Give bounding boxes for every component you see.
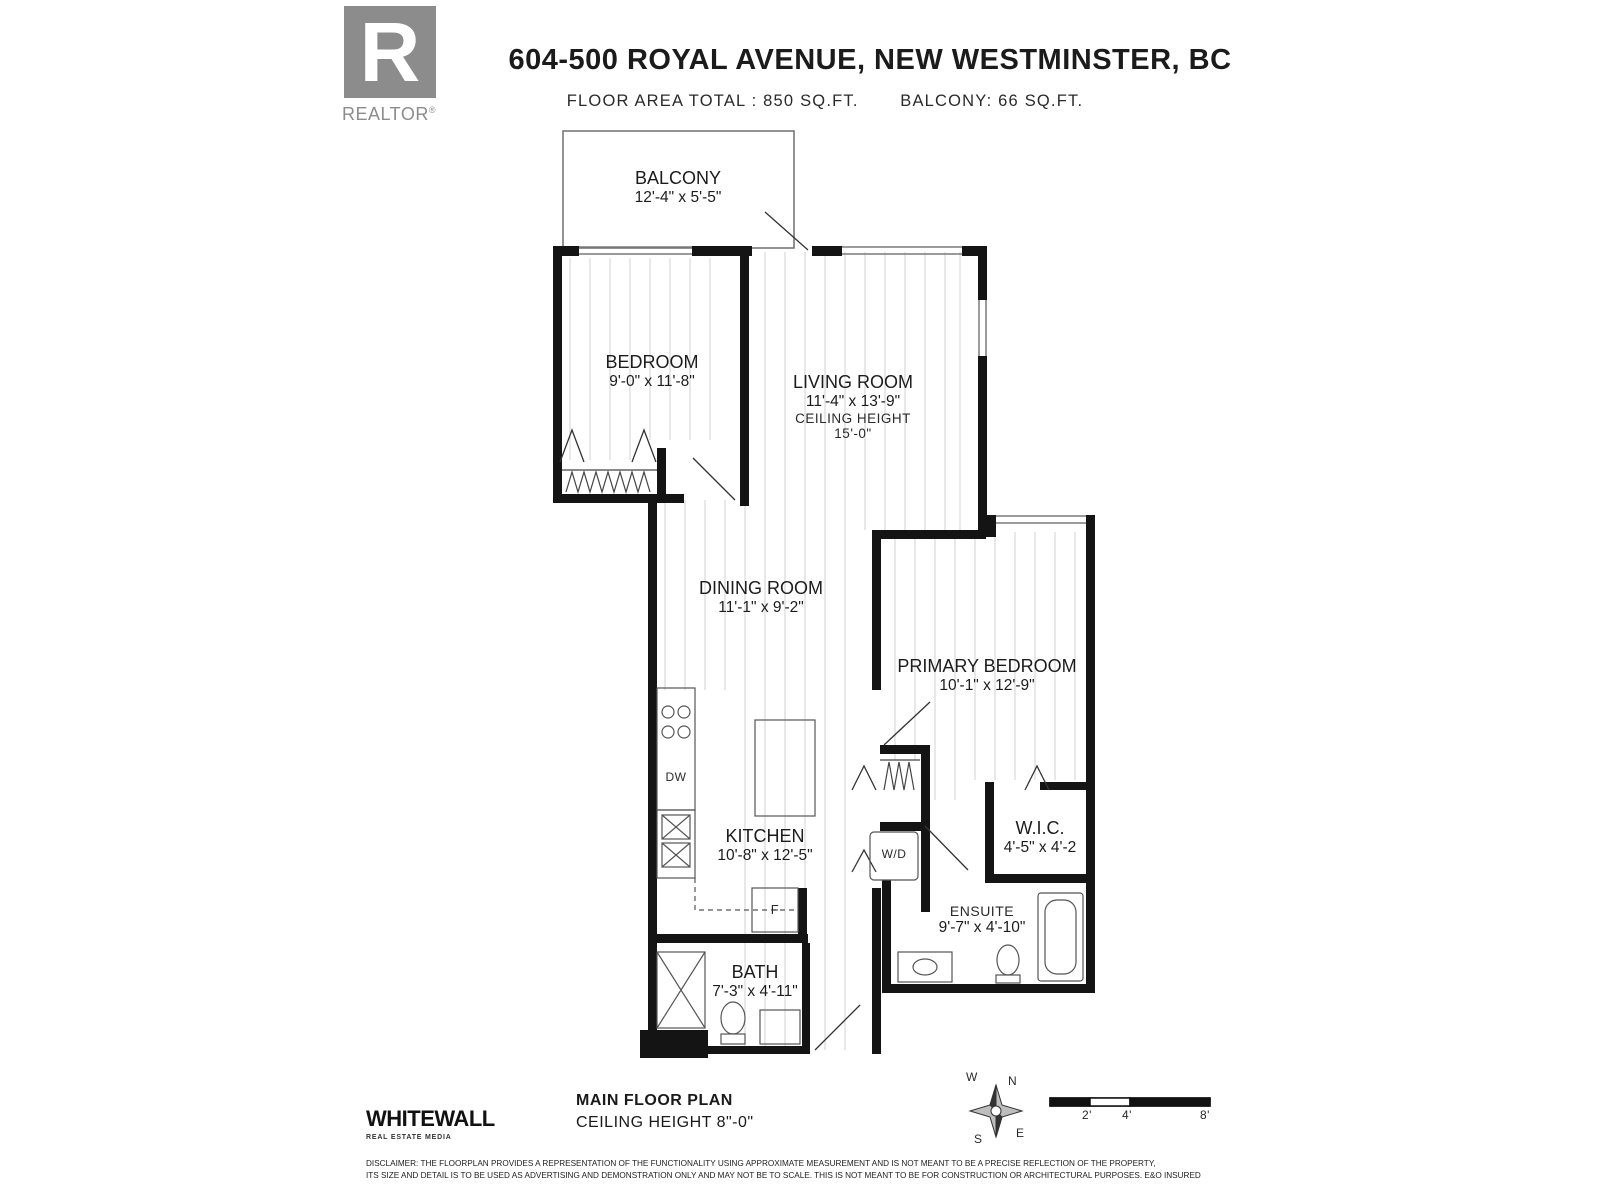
room-primary: PRIMARY BEDROOM 10'-1" x 12'-9" (882, 656, 1092, 695)
realtor-logo-text: REALTOR® (342, 104, 436, 125)
disclaimer-line-1: DISCLAIMER: THE FLOORPLAN PROVIDES A REP… (366, 1159, 1156, 1168)
plan-ceiling-height: CEILING HEIGHT 8"-0" (576, 1114, 754, 1131)
floor-area-total: FLOOR AREA TOTAL : 850 SQ.FT. (566, 92, 859, 110)
scale-bar (1049, 1097, 1211, 1107)
realtor-logo-word: REALTOR (342, 104, 429, 124)
bedroom-closet (562, 469, 657, 495)
room-kitchen-dim: 10'-8" x 12'-5" (717, 847, 813, 864)
whitewall-brand: WHITEWALL (366, 1106, 495, 1131)
scale-label-2: 2' (1082, 1108, 1092, 1122)
area-summary: FLOOR AREA TOTAL : 850 SQ.FT. BALCONY: 6… (0, 92, 1600, 111)
room-living-ceiling-label: CEILING HEIGHT (795, 411, 911, 426)
room-bedroom-name: BEDROOM (605, 352, 699, 372)
kitchen-counters (656, 687, 816, 933)
room-kitchen: KITCHEN 10'-8" x 12'-5" (700, 826, 830, 865)
room-primary-dim: 10'-1" x 12'-9" (939, 677, 1035, 694)
room-living-name: LIVING ROOM (792, 372, 913, 392)
room-wic: W.I.C. 4'-5" x 4'-2 (994, 818, 1086, 857)
room-bedroom: BEDROOM 9'-0" x 11'-8" (564, 352, 740, 391)
realtor-logo-letter: R (359, 5, 421, 99)
room-wic-dim: 4'-5" x 4'-2 (1003, 839, 1077, 856)
room-dining: DINING ROOM 11'-1" x 9'-2" (666, 578, 856, 617)
disclaimer-line-2: ITS SIZE AND DETAIL IS TO BE USED AS ADV… (366, 1170, 1201, 1180)
washer-dryer (869, 831, 919, 881)
room-ensuite-name: ENSUITE (949, 903, 1015, 919)
realtor-logo-mark (344, 6, 436, 98)
compass-n: N (1008, 1074, 1018, 1088)
realtor-logo: R REALTOR® (342, 5, 438, 126)
room-balcony-name: BALCONY (634, 168, 722, 188)
room-wic-name: W.I.C. (1015, 818, 1065, 838)
realtor-logo-registered: ® (428, 105, 436, 115)
room-bath: BATH 7'-3" x 4'-11" (700, 962, 810, 1001)
room-kitchen-name: KITCHEN (725, 826, 805, 846)
room-primary-name: PRIMARY BEDROOM (897, 656, 1077, 676)
room-dining-name: DINING ROOM (699, 578, 823, 598)
disclaimer: DISCLAIMER: THE FLOORPLAN PROVIDES A REP… (366, 1158, 1486, 1181)
room-living: LIVING ROOM 11'-4" x 13'-9" CEILING HEIG… (758, 372, 948, 441)
ensuite-fixtures (897, 892, 1084, 984)
washer-dryer-label: W/D (881, 847, 907, 861)
whitewall-sub: REAL ESTATE MEDIA (366, 1134, 452, 1141)
windows (579, 246, 1086, 524)
room-ensuite: ENSUITE 9'-7" x 4'-10" (922, 903, 1042, 937)
room-bath-name: BATH (731, 962, 779, 982)
compass-e: E (1016, 1126, 1025, 1140)
room-living-dim: 11'-4" x 13'-9" (805, 393, 901, 410)
compass-s: S (974, 1132, 983, 1146)
room-bath-dim: 7'-3" x 4'-11" (712, 983, 798, 1000)
balcony-area: BALCONY: 66 SQ.FT. (900, 92, 1084, 110)
room-balcony-dim: 12'-4" x 5'-5" (634, 189, 722, 206)
page-title: 604-500 ROYAL AVENUE, NEW WESTMINSTER, B… (508, 44, 1232, 76)
room-living-ceiling-value: 15'-0" (834, 426, 872, 441)
room-balcony: BALCONY 12'-4" x 5'-5" (578, 168, 778, 207)
whitewall-logo: WHITEWALL REAL ESTATE MEDIA (366, 1106, 496, 1141)
compass-w: W (966, 1070, 978, 1084)
walls (553, 246, 1095, 1058)
balcony-outline (562, 130, 795, 249)
primary-closet (880, 759, 920, 791)
scale-label-8: 8' (1200, 1108, 1210, 1122)
dishwasher-label: DW (665, 770, 687, 784)
plan-title: MAIN FLOOR PLAN (576, 1092, 733, 1109)
fridge-label: F (770, 902, 780, 917)
scale-label-4: 4' (1122, 1108, 1132, 1122)
doors (559, 211, 1050, 1051)
bath-fixtures (656, 951, 801, 1045)
compass-rose (968, 1083, 1024, 1139)
room-ensuite-dim: 9'-7" x 4'-10" (938, 919, 1026, 936)
room-bedroom-dim: 9'-0" x 11'-8" (609, 373, 695, 390)
room-dining-dim: 11'-1" x 9'-2" (718, 599, 804, 616)
